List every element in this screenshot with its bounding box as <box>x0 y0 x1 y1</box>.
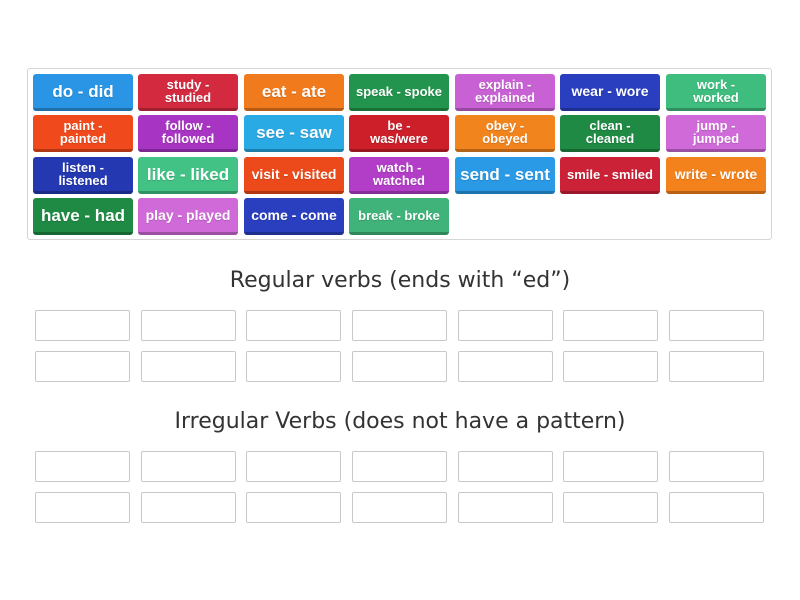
verb-tile[interactable]: study - studied <box>138 74 238 111</box>
verb-tile[interactable]: like - liked <box>138 157 238 194</box>
verb-tile-label: smile - smiled <box>567 166 653 182</box>
verb-tile[interactable]: wear - wore <box>560 74 660 111</box>
regular-drop-slot[interactable] <box>352 351 447 382</box>
verb-tile-label: wear - wore <box>571 83 649 99</box>
verb-tile[interactable]: write - wrote <box>666 157 766 194</box>
regular-drop-slot[interactable] <box>246 351 341 382</box>
verb-tile-label: break - broke <box>358 207 440 223</box>
irregular-drop-slot[interactable] <box>352 492 447 523</box>
verb-tile-label: work - worked <box>693 77 739 105</box>
verb-tile-label: be - was/were <box>370 118 428 146</box>
verb-tile[interactable]: play - played <box>138 198 238 235</box>
regular-drop-slot[interactable] <box>35 351 130 382</box>
regular-drop-slot[interactable] <box>669 351 764 382</box>
regular-drop-slot[interactable] <box>458 310 553 341</box>
regular-drop-slot[interactable] <box>141 351 236 382</box>
verb-tile-label: visit - visited <box>251 166 337 182</box>
verb-tile[interactable]: explain - explained <box>455 74 555 111</box>
verb-tile[interactable]: send - sent <box>455 157 555 194</box>
verb-tile[interactable]: jump - jumped <box>666 115 766 152</box>
verb-tile-label: paint - painted <box>59 118 107 146</box>
verb-tile[interactable]: paint - painted <box>33 115 133 152</box>
verb-tile-label: clean - cleaned <box>585 118 635 146</box>
verb-tile[interactable]: visit - visited <box>244 157 344 194</box>
irregular-drop-slot[interactable] <box>35 492 130 523</box>
verb-tile[interactable]: do - did <box>33 74 133 111</box>
irregular-drop-slot[interactable] <box>458 451 553 482</box>
regular-drop-slot[interactable] <box>458 351 553 382</box>
verb-tile[interactable]: watch - watched <box>349 157 449 194</box>
word-bank: do - did study - studied eat - ate speak - … <box>27 68 772 240</box>
verb-tile-label: see - saw <box>256 122 332 142</box>
regular-drop-slot[interactable] <box>563 310 658 341</box>
irregular-drop-slot[interactable] <box>563 451 658 482</box>
verb-tile[interactable]: speak - spoke <box>349 74 449 111</box>
verb-tile[interactable]: be - was/were <box>349 115 449 152</box>
irregular-drop-slot[interactable] <box>246 451 341 482</box>
verb-tile[interactable]: work - worked <box>666 74 766 111</box>
verb-tile[interactable]: break - broke <box>349 198 449 235</box>
group-heading-irregular: Irregular Verbs (does not have a pattern… <box>174 409 626 434</box>
verb-tile-label: like - liked <box>146 164 230 184</box>
verb-tile-label: follow - followed <box>161 118 215 146</box>
group-heading-regular: Regular verbs (ends with “ed”) <box>229 268 571 293</box>
verb-tile-label: write - wrote <box>674 166 758 182</box>
verb-tile-label: speak - spoke <box>356 83 442 99</box>
verb-tile-label: listen - listened <box>58 160 108 188</box>
verb-tile-label: play - played <box>145 207 231 223</box>
irregular-drop-slot[interactable] <box>141 492 236 523</box>
irregular-drop-slot[interactable] <box>669 451 764 482</box>
verb-tile-label: obey - obeyed <box>482 118 528 146</box>
verb-tile-label: send - sent <box>460 164 550 184</box>
irregular-drop-slot[interactable] <box>35 451 130 482</box>
regular-drop-slot[interactable] <box>352 310 447 341</box>
verb-tile[interactable]: come - come <box>244 198 344 235</box>
verb-tile[interactable]: obey - obeyed <box>455 115 555 152</box>
verb-tile-label: have - had <box>40 205 126 225</box>
regular-drop-slot[interactable] <box>141 310 236 341</box>
verb-tile-label: eat - ate <box>261 81 327 101</box>
irregular-drop-slot[interactable] <box>563 492 658 523</box>
irregular-drop-slot[interactable] <box>246 492 341 523</box>
regular-drop-slot[interactable] <box>35 310 130 341</box>
regular-drop-slot[interactable] <box>563 351 658 382</box>
irregular-drop-slot[interactable] <box>352 451 447 482</box>
verb-tile[interactable]: have - had <box>33 198 133 235</box>
regular-drop-slot[interactable] <box>246 310 341 341</box>
verb-tile[interactable]: listen - listened <box>33 157 133 194</box>
verb-tile[interactable]: eat - ate <box>244 74 344 111</box>
verb-tile-label: watch - watched <box>372 160 425 188</box>
verb-tile-label: study - studied <box>164 77 212 105</box>
verb-tile-label: jump - jumped <box>692 118 740 146</box>
verb-tile[interactable]: see - saw <box>244 115 344 152</box>
regular-drop-slot[interactable] <box>669 310 764 341</box>
verb-tile[interactable]: clean - cleaned <box>560 115 660 152</box>
irregular-drop-slot[interactable] <box>458 492 553 523</box>
verb-tile-label: explain - explained <box>475 77 535 105</box>
verb-tile-label: come - come <box>251 207 337 223</box>
verb-tile-label: do - did <box>52 81 114 101</box>
irregular-drop-slot[interactable] <box>669 492 764 523</box>
verb-tile[interactable]: follow - followed <box>138 115 238 152</box>
irregular-drop-slot[interactable] <box>141 451 236 482</box>
verb-tile[interactable]: smile - smiled <box>560 157 660 194</box>
